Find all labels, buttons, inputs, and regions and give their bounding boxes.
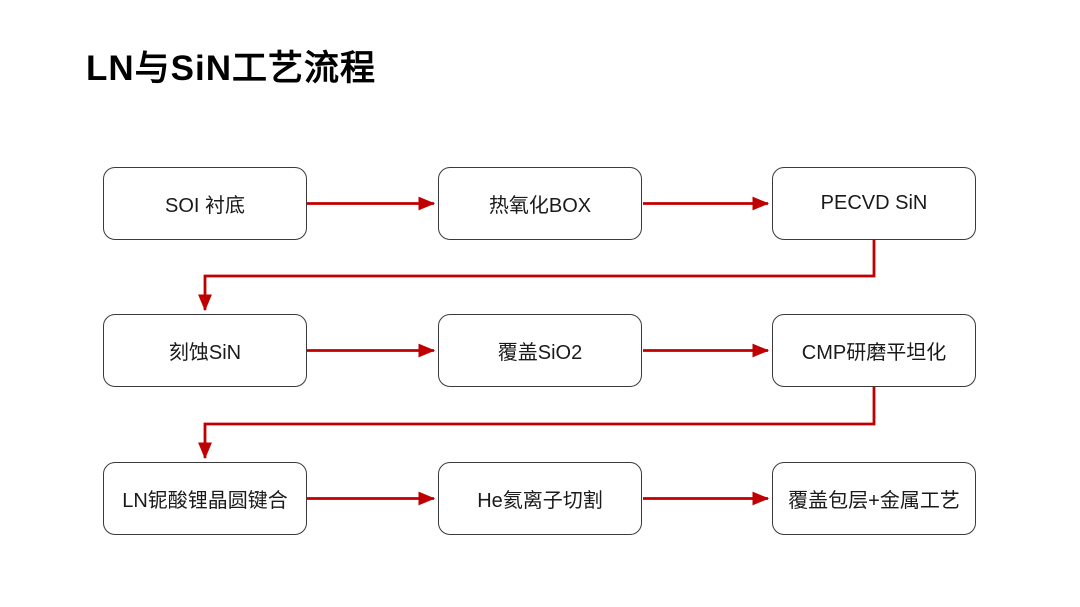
flow-node-label: LN铌酸锂晶圆键合 — [122, 490, 288, 512]
flow-node-label: 覆盖SiO2 — [497, 342, 583, 364]
flow-node-label: 刻蚀SiN — [168, 342, 242, 364]
flow-node-cmp-planarization: CMP研磨平坦化 — [772, 314, 976, 387]
flow-node-label: He氦离子切割 — [477, 490, 603, 512]
flow-node-cover-sio2: 覆盖SiO2 — [438, 314, 642, 387]
flow-node-label: 热氧化BOX — [488, 195, 592, 217]
flow-node-cladding-metal: 覆盖包层+金属工艺 — [772, 462, 976, 535]
flow-node-etch-sin: 刻蚀SiN — [103, 314, 307, 387]
arrow-pecvd-to-etch-connector — [198, 240, 876, 312]
arrow-cmp-to-bonding-connector — [198, 387, 876, 460]
flow-node-he-ion-slicing: He氦离子切割 — [438, 462, 642, 535]
flow-node-label: SOI 衬底 — [164, 195, 245, 217]
flow-node-label: 覆盖包层+金属工艺 — [788, 490, 960, 512]
page-title: LN与SiN工艺流程 — [86, 49, 377, 88]
flow-node-pecvd-sin: PECVD SiN — [772, 167, 976, 240]
flow-node-label: PECVD SiN — [820, 192, 928, 214]
flow-node-ln-wafer-bonding: LN铌酸锂晶圆键合 — [103, 462, 307, 535]
flow-node-soi-substrate: SOI 衬底 — [103, 167, 307, 240]
flow-node-thermal-oxide-box: 热氧化BOX — [438, 167, 642, 240]
flow-node-label: CMP研磨平坦化 — [801, 342, 947, 364]
